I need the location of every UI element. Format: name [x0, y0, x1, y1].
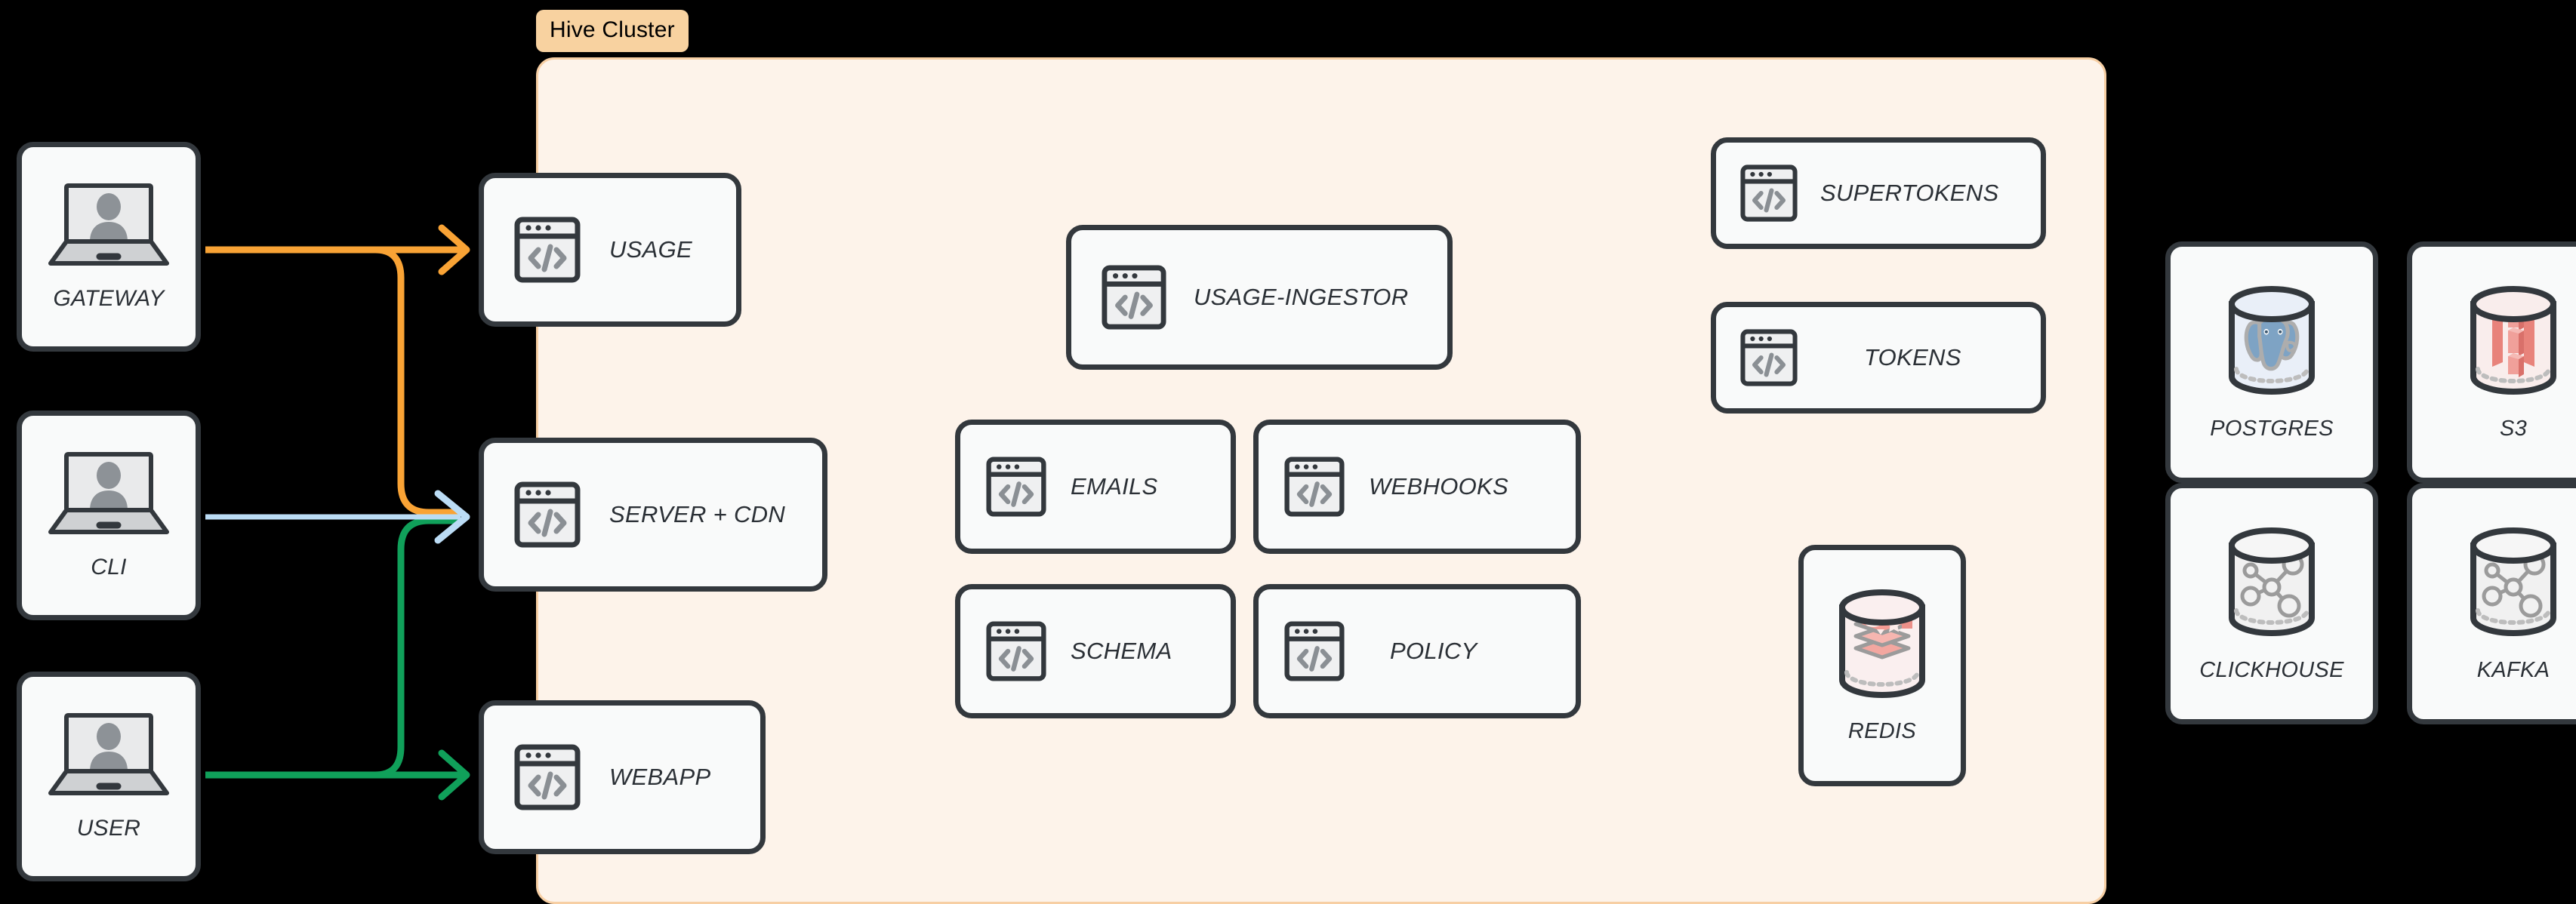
connector-gateway-orange: [205, 224, 470, 516]
connector-user-green: [205, 517, 470, 801]
code-window-icon: [514, 744, 581, 810]
node-webhooks[interactable]: WEBHOOKS: [1253, 420, 1581, 554]
node-label: CLI: [91, 555, 127, 580]
node-label: REDIS: [1847, 718, 1917, 743]
node-emails[interactable]: EMAILS: [955, 420, 1236, 554]
node-usage[interactable]: USAGE: [479, 173, 741, 327]
node-label: CLICKHOUSE: [2199, 657, 2344, 682]
node-label: SCHEMA: [1071, 638, 1172, 664]
node-redis[interactable]: REDIS: [1798, 545, 1966, 786]
graph-cylinder-icon: [2229, 527, 2315, 636]
node-label: SERVER + CDN: [609, 501, 786, 527]
laptop-person-icon: [48, 713, 169, 795]
node-label: WEBHOOKS: [1369, 473, 1508, 500]
redis-cylinder-icon: [1839, 589, 1925, 698]
connector-cli-blue: [205, 490, 470, 544]
node-schema[interactable]: SCHEMA: [955, 584, 1236, 718]
node-cli[interactable]: CLI: [17, 410, 201, 620]
node-label: S3: [2499, 416, 2528, 441]
code-window-icon: [1284, 457, 1345, 517]
node-label: EMAILS: [1071, 473, 1158, 500]
node-label: POLICY: [1390, 638, 1478, 664]
node-label: GATEWAY: [53, 286, 165, 311]
node-supertokens[interactable]: SUPERTOKENS: [1711, 137, 2046, 249]
node-label: USAGE-INGESTOR: [1194, 284, 1409, 310]
hive-cluster-label: Hive Cluster: [536, 10, 689, 52]
node-clickhouse[interactable]: CLICKHOUSE: [2165, 483, 2378, 724]
code-window-icon: [1284, 621, 1345, 681]
node-postgres[interactable]: POSTGRES: [2165, 241, 2378, 483]
node-usage-ingestor[interactable]: USAGE-INGESTOR: [1066, 225, 1453, 370]
s3-cylinder-icon: [2470, 285, 2556, 395]
node-policy[interactable]: POLICY: [1253, 584, 1581, 718]
node-label: USAGE: [609, 236, 693, 263]
node-webapp[interactable]: WEBAPP: [479, 700, 766, 854]
code-window-icon: [514, 481, 581, 548]
laptop-person-icon: [48, 452, 169, 534]
node-label: USER: [76, 816, 141, 841]
postgres-cylinder-icon: [2229, 285, 2315, 395]
code-window-icon: [1102, 265, 1166, 330]
node-kafka[interactable]: KAFKA: [2407, 483, 2576, 724]
code-window-icon: [1740, 165, 1798, 222]
node-s3[interactable]: S3: [2407, 241, 2576, 483]
graph-cylinder-icon: [2470, 527, 2556, 636]
node-server-cdn[interactable]: SERVER + CDN: [479, 438, 827, 592]
node-tokens[interactable]: TOKENS: [1711, 302, 2046, 414]
code-window-icon: [986, 457, 1046, 517]
node-label: SUPERTOKENS: [1820, 180, 1999, 206]
node-user[interactable]: USER: [17, 672, 201, 881]
node-gateway[interactable]: GATEWAY: [17, 142, 201, 352]
code-window-icon: [986, 621, 1046, 681]
code-window-icon: [514, 217, 581, 283]
laptop-person-icon: [48, 183, 169, 266]
node-label: POSTGRES: [2210, 416, 2334, 441]
node-label: WEBAPP: [609, 764, 711, 790]
node-label: KAFKA: [2476, 657, 2550, 682]
node-label: TOKENS: [1864, 344, 1961, 371]
code-window-icon: [1740, 329, 1798, 386]
